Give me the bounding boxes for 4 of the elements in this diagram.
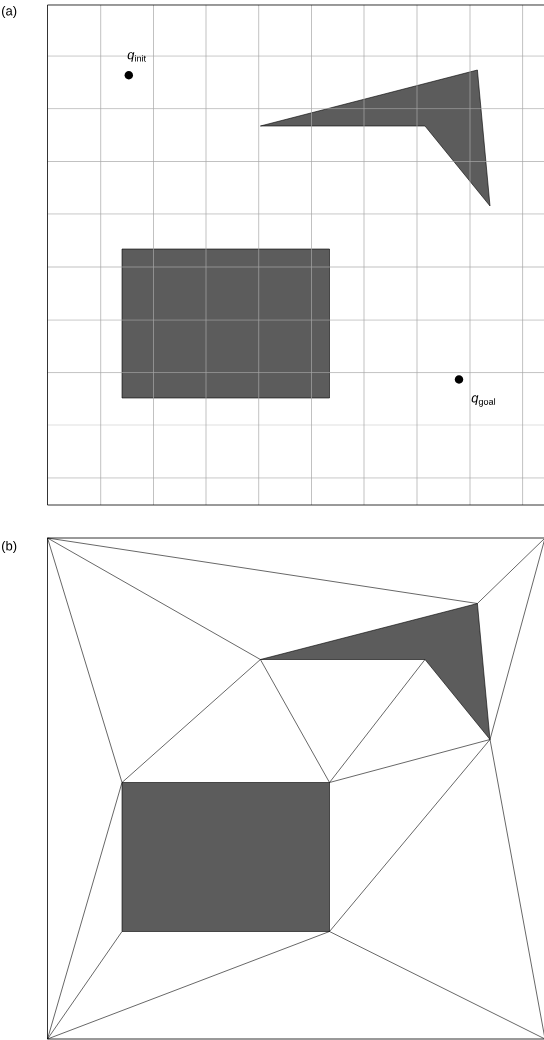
point-label: q$_{init}$ bbox=[127, 52, 146, 62]
panel-label: (b) bbox=[2, 540, 17, 554]
panel-label: (a) bbox=[2, 5, 17, 19]
point-label: q$_{goal}$ bbox=[471, 395, 495, 407]
